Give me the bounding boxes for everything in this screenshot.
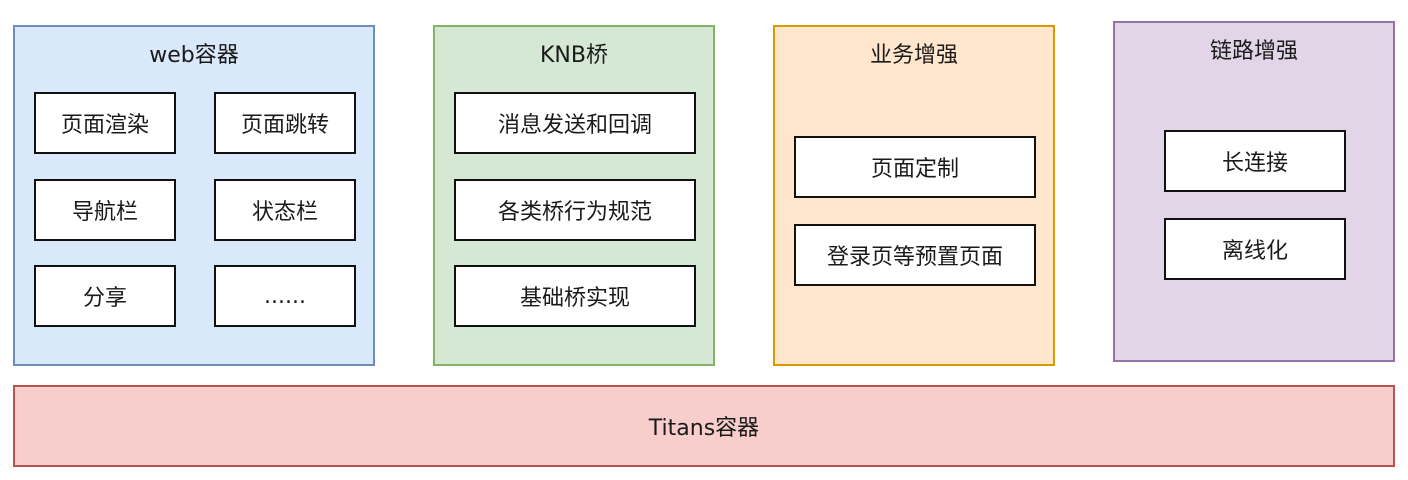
web-item-page-render: 页面渲染	[34, 92, 176, 154]
web-item-status-bar: 状态栏	[214, 179, 356, 241]
business-item-preset-pages: 登录页等预置页面	[794, 224, 1036, 286]
knb-bridge-title: KNB桥	[540, 43, 608, 68]
link-enhance-group: 链路增强 长连接 离线化	[1113, 21, 1395, 362]
titans-container-bar: Titans容器	[13, 385, 1395, 467]
web-item-nav-bar: 导航栏	[34, 179, 176, 241]
business-enhance-group: 业务增强 页面定制 登录页等预置页面	[773, 25, 1055, 366]
link-item-offline: 离线化	[1164, 218, 1346, 280]
knb-bridge-group: KNB桥 消息发送和回调 各类桥行为规范 基础桥实现	[433, 25, 715, 366]
web-container-group: web容器 页面渲染 页面跳转 导航栏 状态栏 分享 ......	[13, 25, 375, 366]
web-container-title: web容器	[149, 43, 239, 68]
business-item-page-custom: 页面定制	[794, 136, 1036, 198]
business-enhance-title: 业务增强	[869, 43, 958, 68]
web-item-page-jump: 页面跳转	[214, 92, 356, 154]
web-item-share: 分享	[34, 265, 176, 327]
knb-item-bridge-spec: 各类桥行为规范	[454, 179, 696, 241]
web-item-more: ......	[214, 265, 356, 327]
link-item-long-connection: 长连接	[1164, 130, 1346, 192]
link-enhance-title: 链路增强	[1209, 39, 1298, 64]
knb-item-message-callback: 消息发送和回调	[454, 92, 696, 154]
knb-item-base-bridge: 基础桥实现	[454, 265, 696, 327]
